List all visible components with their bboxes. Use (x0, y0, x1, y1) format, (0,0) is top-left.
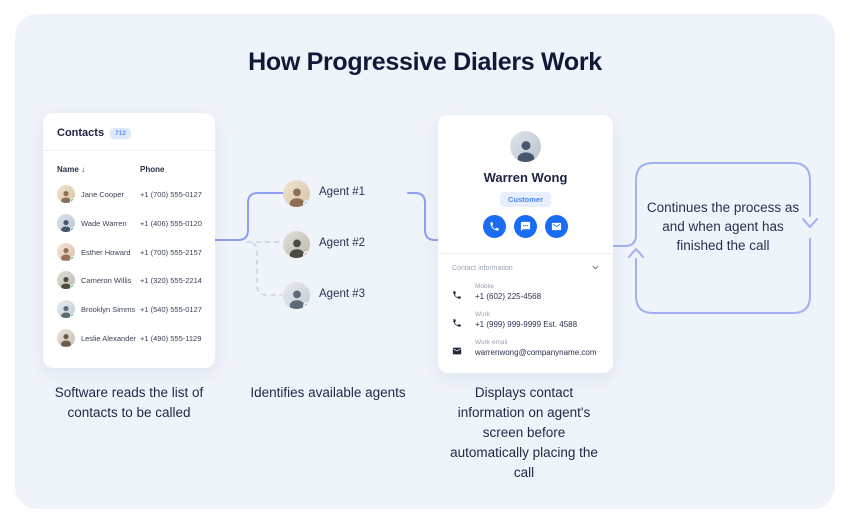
contact-row[interactable]: Brooklyn Simms +1 (540) 555-0127 (43, 298, 215, 320)
contact-name: Jane Cooper (81, 190, 124, 199)
contact-row[interactable]: Wade Warren +1 (406) 555-0120 (43, 212, 215, 234)
profile-card: Warren Wong Customer Contact information… (438, 115, 613, 373)
profile-avatar (510, 131, 541, 162)
page-title: How Progressive Dialers Work (248, 48, 602, 76)
profile-name: Warren Wong (483, 170, 568, 185)
caption-step-2: Identifies available agents (250, 385, 406, 400)
agent-avatar (283, 230, 310, 258)
caption-step-3: Displays contact information on agent's … (450, 385, 598, 480)
avatar (57, 271, 75, 289)
status-dot (70, 227, 75, 232)
phone-icon (490, 222, 499, 231)
agent-label: Agent #2 (319, 236, 366, 249)
contact-phone: +1 (700) 555-0127 (140, 190, 202, 199)
contact-name: Esther Howard (81, 247, 131, 257)
contact-phone: +1 (406) 555-0120 (140, 219, 202, 228)
avatar (57, 242, 75, 261)
contact-name: Leslie Alexander (81, 333, 137, 343)
contact-row[interactable]: Leslie Alexander +1 (490) 555-1129 (43, 327, 215, 349)
contact-name: Wade Warren (81, 219, 127, 228)
field-label: Work (475, 311, 491, 318)
field-label: Mobile (475, 283, 495, 290)
customer-badge: Customer (499, 192, 551, 207)
status-dot (303, 199, 310, 207)
status-dot (70, 255, 75, 261)
agent-label: Agent #1 (319, 185, 366, 198)
contact-phone: +1 (540) 555-0127 (140, 305, 202, 314)
email-button[interactable] (545, 215, 568, 238)
field-value: +1 (999) 999-9999 Est. 4588 (475, 320, 578, 329)
phone-icon (453, 291, 461, 299)
contact-phone: +1 (700) 555-2157 (140, 247, 202, 257)
caption-step-1: Software reads the list of contacts to b… (54, 385, 204, 420)
email-icon (551, 222, 562, 231)
contact-row[interactable]: Jane Cooper +1 (700) 555-0127 (43, 183, 215, 205)
status-dot (303, 250, 310, 258)
phone-icon (453, 319, 461, 327)
divider (43, 150, 215, 151)
avatar (57, 185, 75, 203)
status-dot (70, 313, 75, 318)
contact-name: Brooklyn Simms (81, 305, 136, 314)
field-label: Work email (475, 339, 508, 346)
chevron-down-icon[interactable] (590, 262, 601, 273)
avatar (57, 214, 75, 232)
contact-name: Cameron Willis (81, 276, 132, 285)
call-button[interactable] (483, 215, 506, 238)
contact-phone: +1 (490) 555-1129 (140, 333, 202, 343)
agent-label: Agent #3 (319, 287, 366, 300)
status-dot (303, 301, 310, 309)
contacts-card: Contacts 712 Name ↓ Phone Jane Cooper +1… (43, 113, 215, 368)
contact-row[interactable]: Cameron Willis +1 (320) 555-2214 (43, 269, 215, 291)
agent-avatar (283, 179, 310, 207)
contacts-header: Contacts 712 (57, 127, 131, 139)
field-value: warrenwong@companyname.com (475, 348, 597, 357)
contact-phone: +1 (320) 555-2214 (140, 276, 202, 285)
column-header-name[interactable]: Name ↓ (57, 165, 86, 174)
status-dot (70, 198, 75, 203)
column-header-phone[interactable]: Phone (140, 165, 165, 174)
status-dot (70, 284, 75, 289)
chat-icon (520, 221, 531, 232)
email-icon (452, 347, 462, 355)
sort-arrow-icon[interactable]: ↓ (81, 165, 86, 174)
agent-avatar (283, 281, 310, 309)
divider (438, 253, 613, 254)
chat-button[interactable] (514, 215, 537, 238)
loop-box-text: Continues the process as and when agent … (646, 200, 800, 253)
field-value: +1 (602) 225-4568 (475, 292, 542, 301)
contact-information-header[interactable]: Contact information (452, 265, 513, 272)
contact-row[interactable]: Esther Howard +1 (700) 555-2157 (43, 241, 215, 263)
avatar (57, 300, 75, 318)
contacts-title: Contacts (57, 127, 105, 139)
profile-actions (438, 215, 613, 238)
contacts-count-badge: 712 (110, 127, 131, 139)
avatar (57, 328, 75, 347)
